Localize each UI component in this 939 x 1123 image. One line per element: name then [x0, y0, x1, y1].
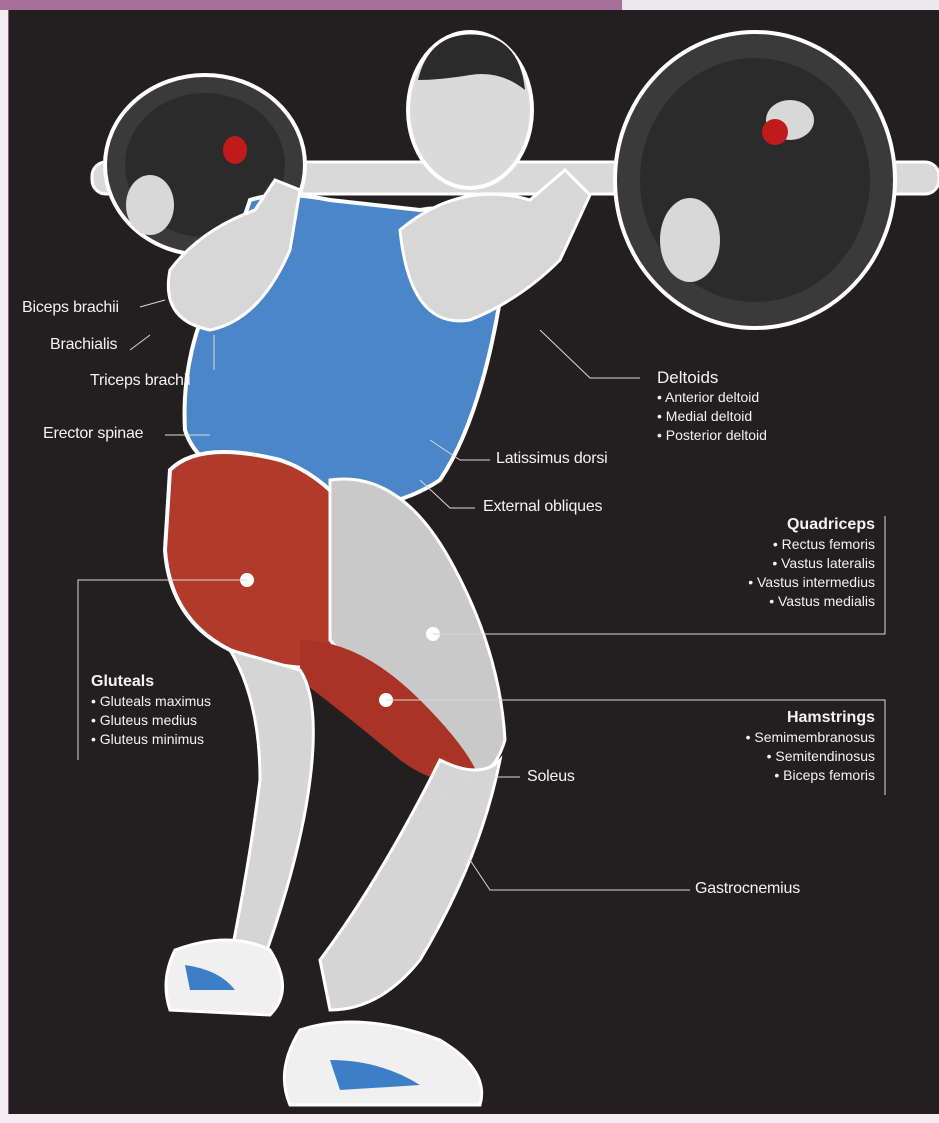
- head: [408, 32, 532, 188]
- hamstrings-group: Hamstrings • Semimembranosus • Semitendi…: [746, 708, 875, 785]
- hamstrings-item: • Biceps femoris: [746, 766, 875, 785]
- lower-leg-back: [230, 650, 313, 970]
- hamstrings-title: Hamstrings: [746, 708, 875, 728]
- label-biceps-brachii: Biceps brachii: [22, 298, 119, 317]
- deltoids-group: Deltoids • Anterior deltoid • Medial del…: [657, 368, 767, 445]
- hamstrings-item: • Semitendinosus: [746, 747, 875, 766]
- deltoids-item: • Medial deltoid: [657, 407, 767, 426]
- label-triceps-brachii: Triceps brachii: [90, 371, 190, 390]
- quadriceps-group: Quadriceps • Rectus femoris • Vastus lat…: [748, 515, 875, 611]
- deltoids-item: • Posterior deltoid: [657, 426, 767, 445]
- hamstrings-item: • Semimembranosus: [746, 728, 875, 747]
- quadriceps-title: Quadriceps: [748, 515, 875, 535]
- quadriceps-item: • Vastus intermedius: [748, 573, 875, 592]
- label-external-obliques: External obliques: [483, 497, 602, 516]
- label-brachialis: Brachialis: [50, 335, 117, 354]
- deltoids-title: Deltoids: [657, 368, 767, 388]
- quadriceps-item: • Rectus femoris: [748, 535, 875, 554]
- gluteals-group: Gluteals • Gluteals maximus • Gluteus me…: [91, 672, 211, 749]
- quadriceps-item: • Vastus lateralis: [748, 554, 875, 573]
- lower-leg-front: [320, 760, 500, 1010]
- label-erector-spinae: Erector spinae: [43, 424, 143, 443]
- front-shoe: [284, 1022, 481, 1105]
- label-latissimus-dorsi: Latissimus dorsi: [496, 449, 608, 468]
- deltoids-item: • Anterior deltoid: [657, 388, 767, 407]
- gluteals-title: Gluteals: [91, 672, 211, 692]
- gluteals-item: • Gluteus medius: [91, 711, 211, 730]
- label-gastrocnemius: Gastrocnemius: [695, 879, 800, 898]
- label-soleus: Soleus: [527, 767, 575, 786]
- gluteals-item: • Gluteus minimus: [91, 730, 211, 749]
- quadriceps-item: • Vastus medialis: [748, 592, 875, 611]
- gluteals-item: • Gluteals maximus: [91, 692, 211, 711]
- back-shoe: [166, 940, 283, 1015]
